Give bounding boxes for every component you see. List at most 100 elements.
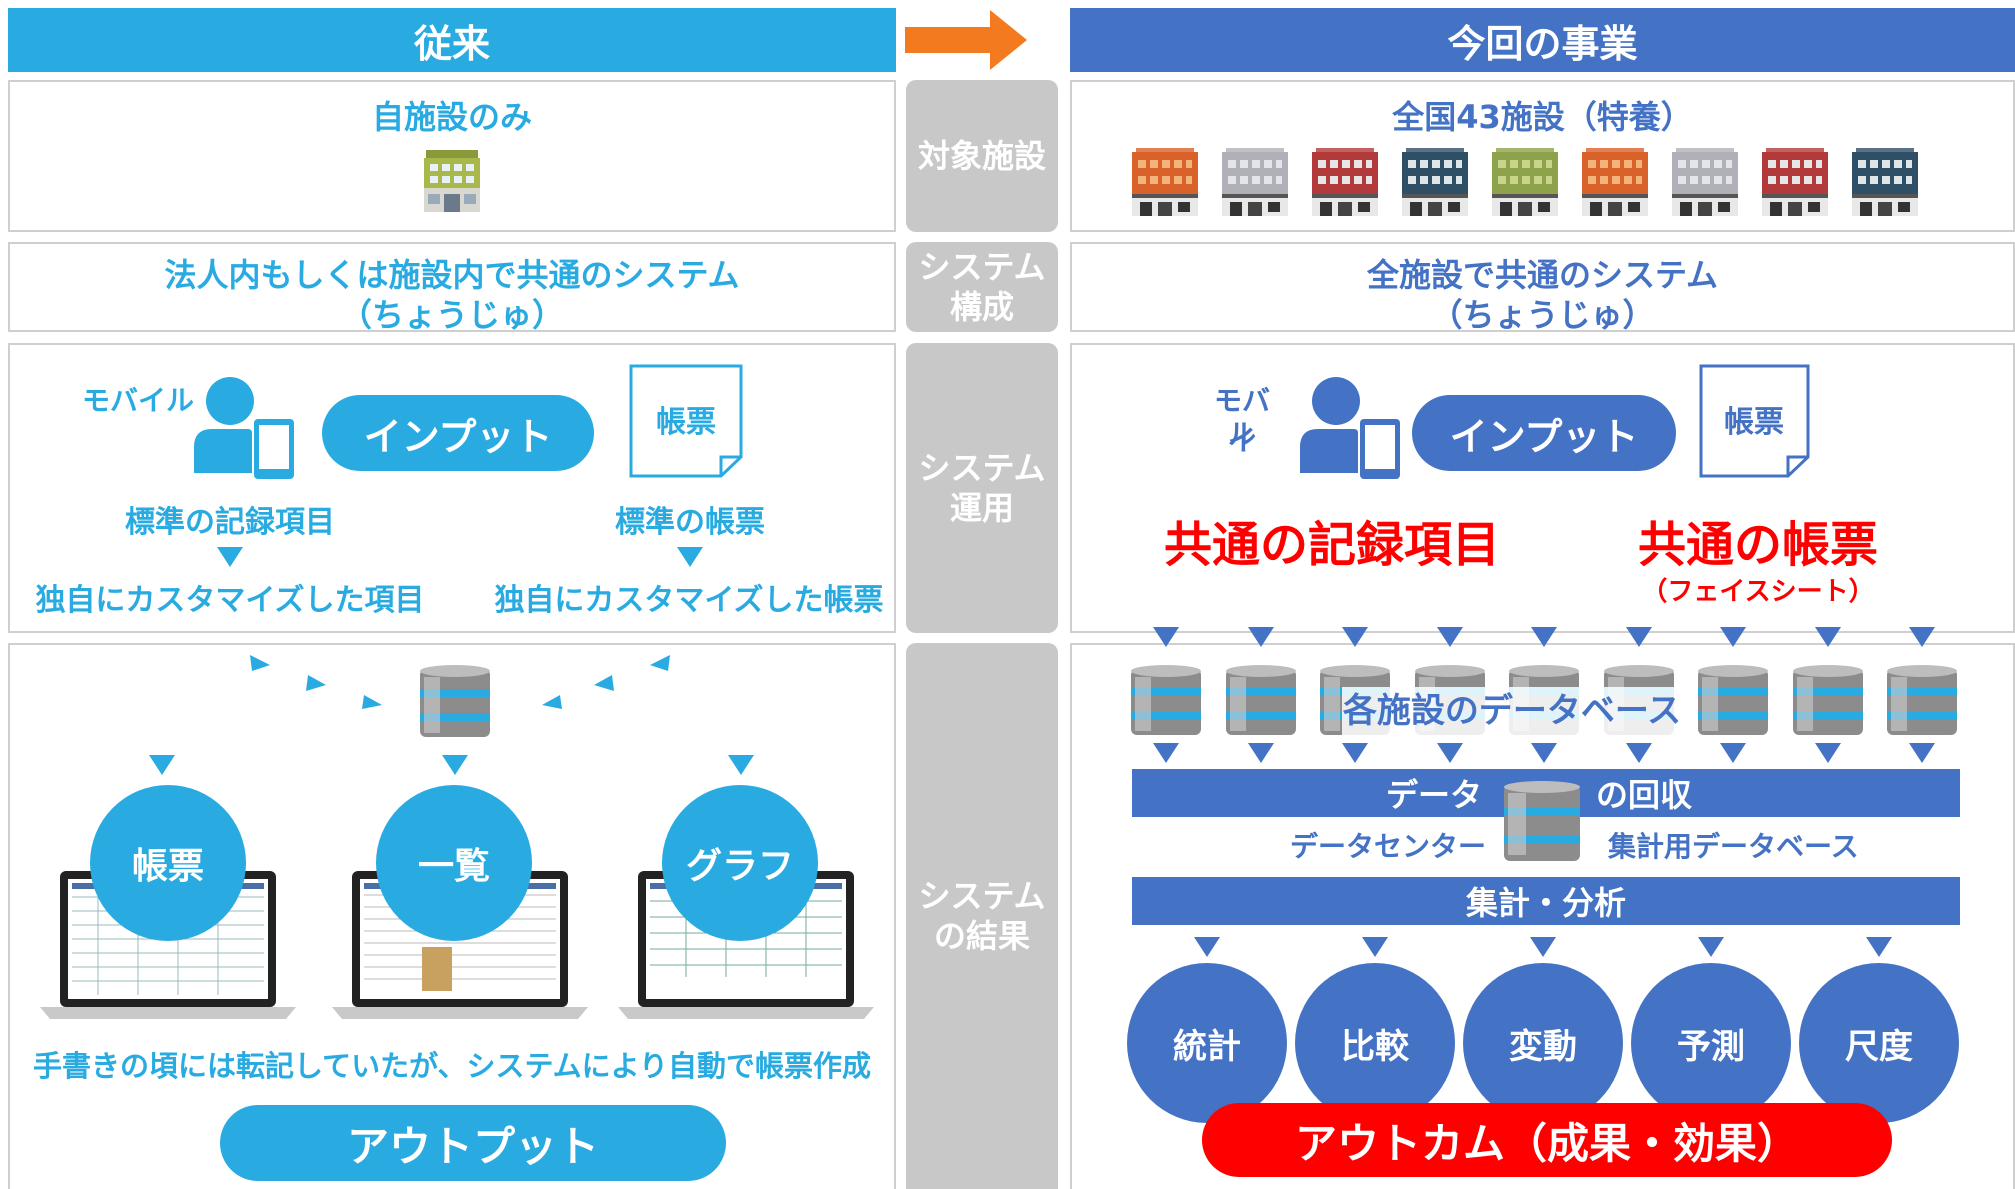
analysis-bar: 集計・分析 — [1132, 877, 1960, 925]
outcome-label: アウトカム（成果・効果） — [1294, 1118, 1799, 1168]
user-mobile-icon — [190, 373, 300, 483]
left-input-pill: インプット — [322, 395, 594, 471]
arrow-down-icon — [677, 547, 703, 567]
arrow-down-icon — [1698, 937, 1724, 957]
database-icon — [1791, 663, 1865, 739]
building-icon — [1670, 146, 1740, 218]
arrow-down-icon — [1720, 627, 1746, 647]
left-mobile-label: モバイル — [82, 384, 195, 417]
right-form-doc-label: 帳票 — [1724, 405, 1784, 440]
circle-comparison: 比較 — [1295, 963, 1455, 1123]
arrow-down-icon — [728, 755, 754, 775]
label-system-result-line2: の結果 — [933, 917, 1030, 955]
building-icon — [1490, 146, 1560, 218]
header-left: 従来 — [8, 8, 896, 72]
collect-label-left: データ — [1386, 776, 1483, 814]
database-icon — [1696, 663, 1770, 739]
arrow-down-icon — [1814, 627, 1841, 647]
right-db-label: 各施設のデータベース — [1342, 687, 1682, 735]
left-result-panel: 帳票 一覧 グラフ 手書きの頃には転記していたが、システムにより自動で帳票作成 … — [8, 643, 896, 1189]
building-icon — [1580, 146, 1650, 218]
arrow-down-icon — [1814, 743, 1841, 763]
left-circle-form-label: 帳票 — [131, 846, 204, 887]
arrow-down-icon — [1153, 743, 1179, 763]
label-facility-text: 対象施設 — [917, 137, 1046, 175]
left-input-label: インプット — [363, 414, 553, 459]
database-icon — [1129, 663, 1203, 739]
building-icon — [1310, 146, 1380, 218]
arrow-down-icon — [1909, 743, 1935, 763]
left-system-line2: （ちょうじゅ） — [339, 296, 564, 334]
label-system-config: システム 構成 — [906, 242, 1058, 332]
arrow-down-icon — [1153, 627, 1179, 647]
arrow-down-icon — [1342, 627, 1368, 647]
building-icon — [1220, 146, 1290, 218]
header-left-title: 従来 — [413, 21, 490, 66]
left-circle-graph: グラフ — [662, 785, 818, 941]
right-ops-panel: モバイ ル インプット 帳票 共通の記録項目 共通の帳票 （フェイスシート） — [1070, 343, 2015, 633]
left-circle-list: 一覧 — [376, 785, 532, 941]
right-input-label: インプット — [1449, 414, 1639, 459]
right-mobile-label-1: モバイ — [1213, 384, 1270, 457]
circle-scale-label: 尺度 — [1845, 1026, 1913, 1067]
right-mobile-label-2: ル — [1227, 418, 1256, 451]
left-circle-graph-label: グラフ — [685, 846, 794, 887]
label-system-ops: システム 運用 — [906, 343, 1058, 633]
database-icon — [1224, 663, 1298, 739]
circle-statistics-label: 統計 — [1173, 1026, 1241, 1067]
analysis-label: 集計・分析 — [1465, 884, 1626, 922]
arrow-down-icon — [1625, 627, 1652, 647]
circle-change: 変動 — [1463, 963, 1623, 1123]
label-system-ops-line1: システム — [918, 449, 1046, 487]
left-output-label: アウトプット — [346, 1121, 599, 1171]
right-system-panel: 全施設で共通のシステム （ちょうじゅ） — [1070, 242, 2015, 334]
arrow-right-icon — [905, 10, 1030, 70]
arrow-down-icon — [217, 547, 243, 567]
header-right: 今回の事業 — [1070, 8, 2015, 72]
arrow-down-icon — [149, 755, 175, 775]
left-facility-panel: 自施設のみ — [8, 80, 896, 232]
right-system-line1: 全施設で共通のシステム — [1366, 256, 1719, 294]
left-system-panel: 法人内もしくは施設内で共通のシステム （ちょうじゅ） — [8, 242, 896, 334]
db-arrows — [250, 655, 670, 709]
circle-comparison-label: 比較 — [1341, 1026, 1409, 1067]
left-std-record: 標準の記録項目 — [125, 505, 335, 540]
arrow-down-icon — [1531, 627, 1557, 647]
right-facility-panel: 全国43施設（特養） — [1070, 80, 2015, 232]
building-icon — [1760, 146, 1830, 218]
arrow-down-icon — [1866, 937, 1892, 957]
arrow-down-icon — [1531, 743, 1557, 763]
label-system-result-line1: システム — [918, 877, 1046, 915]
left-facility-title: 自施設のみ — [371, 98, 532, 136]
left-output-pill: アウトプット — [220, 1105, 726, 1181]
circle-change-label: 変動 — [1509, 1026, 1577, 1067]
outcome-pill: アウトカム（成果・効果） — [1202, 1103, 1892, 1177]
right-facility-title: 全国43施設（特養） — [1392, 98, 1693, 136]
agg-db-label: 集計用データベース — [1608, 830, 1859, 863]
label-system-config-line2: 構成 — [949, 288, 1014, 326]
left-form-doc-icon — [628, 363, 748, 479]
header-right-title: 今回の事業 — [1447, 21, 1638, 66]
arrow-down-icon — [1362, 937, 1388, 957]
arrow-down-icon — [1909, 627, 1935, 647]
right-input-pill: インプット — [1412, 395, 1676, 471]
left-ops-panel: モバイル インプット 帳票 標準の記録項目 独自にカスタマイズした項目 標準の帳… — [8, 343, 896, 633]
left-std-form: 標準の帳票 — [615, 505, 765, 540]
datacenter-db-icon — [1502, 779, 1582, 867]
arrow-down-icon — [1436, 627, 1463, 647]
left-form-doc-label: 帳票 — [656, 405, 716, 440]
circle-scale: 尺度 — [1799, 963, 1959, 1123]
right-common-record: 共通の記録項目 — [1163, 517, 1500, 573]
label-system-ops-line2: 運用 — [949, 489, 1014, 527]
left-custom-form: 独自にカスタマイズした帳票 — [494, 583, 884, 618]
arrow-down-icon — [1247, 743, 1274, 763]
building-icon — [1850, 146, 1920, 218]
right-result-panel: 各施設のデータベース データ の回収 データセンター 集計用データベース 集計・… — [1070, 627, 2015, 1189]
label-facility: 対象施設 — [906, 80, 1058, 232]
building-icon — [1400, 146, 1470, 218]
building-icon — [422, 144, 482, 214]
collect-label-right: の回収 — [1596, 776, 1693, 814]
right-system-line2: （ちょうじゅ） — [1430, 296, 1655, 334]
arrow-down-icon — [1625, 743, 1652, 763]
arrow-down-icon — [1720, 743, 1746, 763]
